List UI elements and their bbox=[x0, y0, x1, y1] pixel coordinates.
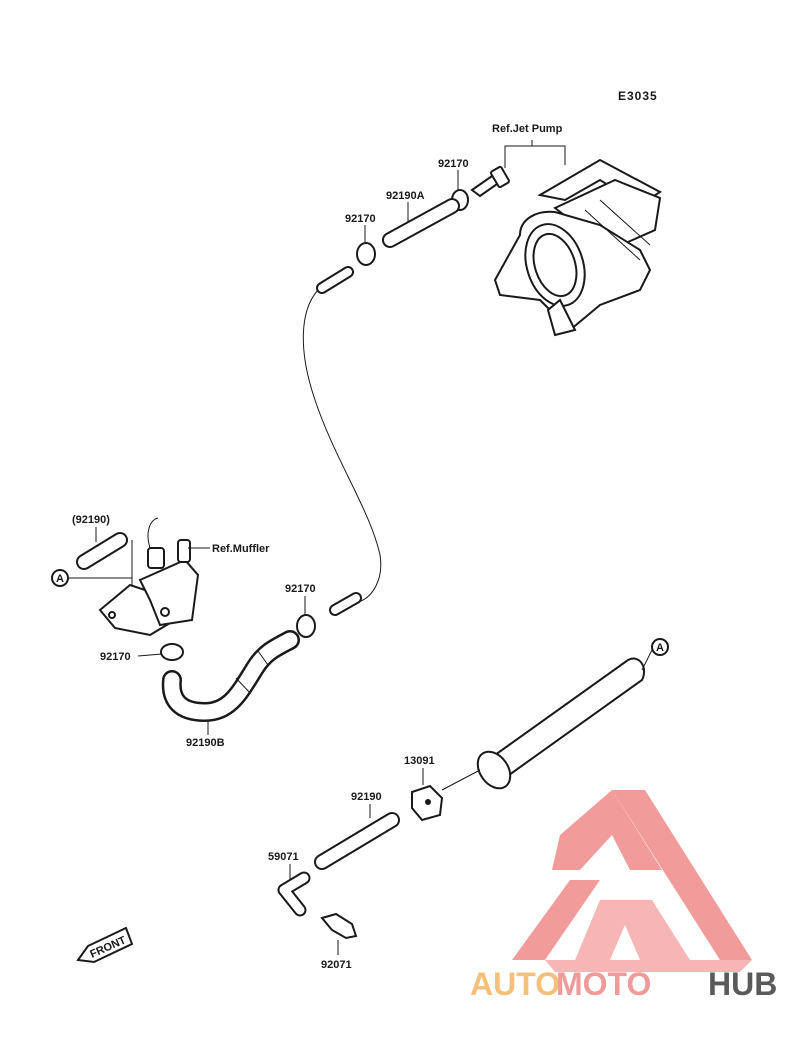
watermark-logo bbox=[512, 790, 752, 972]
hose-92190b bbox=[161, 630, 300, 722]
label-92190b: 92190B bbox=[186, 737, 225, 749]
label-92170-top-left: 92170 bbox=[345, 213, 376, 225]
watermark-text-moto: MOTO bbox=[556, 966, 651, 1002]
clamp-92170-mid bbox=[296, 614, 316, 638]
connector-a-left: A bbox=[51, 540, 133, 600]
label-92071: 92071 bbox=[321, 959, 352, 971]
label-ref-muffler: Ref.Muffler bbox=[212, 543, 270, 555]
label-92190-paren: (92190) bbox=[72, 514, 110, 526]
label-92190a: 92190A bbox=[386, 190, 425, 202]
hose-92190 bbox=[314, 812, 400, 870]
nozzle-92071 bbox=[320, 912, 358, 955]
label-92170-left: 92170 bbox=[100, 651, 131, 663]
label-92190: 92190 bbox=[351, 791, 382, 803]
bracket-ref-jet-pump bbox=[504, 145, 566, 168]
watermark-text-hub: HUB bbox=[708, 966, 777, 1002]
front-arrow: FRONT bbox=[76, 926, 134, 964]
label-59071: 59071 bbox=[268, 851, 299, 863]
long-tube bbox=[302, 266, 382, 616]
jet-pump-drawing bbox=[493, 158, 662, 337]
label-ref-jet-pump: Ref.Jet Pump bbox=[492, 123, 563, 135]
hose-92190a bbox=[382, 198, 460, 248]
watermark-text-auto: AUTO bbox=[470, 966, 560, 1002]
muffler-drawing bbox=[98, 517, 200, 637]
clamp-92170-top-left bbox=[356, 242, 376, 266]
large-sleeve bbox=[476, 649, 653, 790]
label-13091: 13091 bbox=[404, 755, 435, 767]
svg-text:A: A bbox=[56, 573, 64, 585]
block-13091 bbox=[411, 769, 481, 822]
elbow-59071 bbox=[277, 871, 311, 917]
clamp-92170-left bbox=[160, 643, 184, 661]
connector-a-right: A bbox=[651, 638, 669, 656]
label-92170-top-right: 92170 bbox=[438, 158, 469, 170]
hose-92190-paren bbox=[76, 532, 128, 570]
diagram-code: E3035 bbox=[618, 89, 658, 103]
svg-text:A: A bbox=[656, 642, 664, 654]
pump-fitting bbox=[470, 165, 510, 198]
label-92170-mid: 92170 bbox=[285, 583, 316, 595]
